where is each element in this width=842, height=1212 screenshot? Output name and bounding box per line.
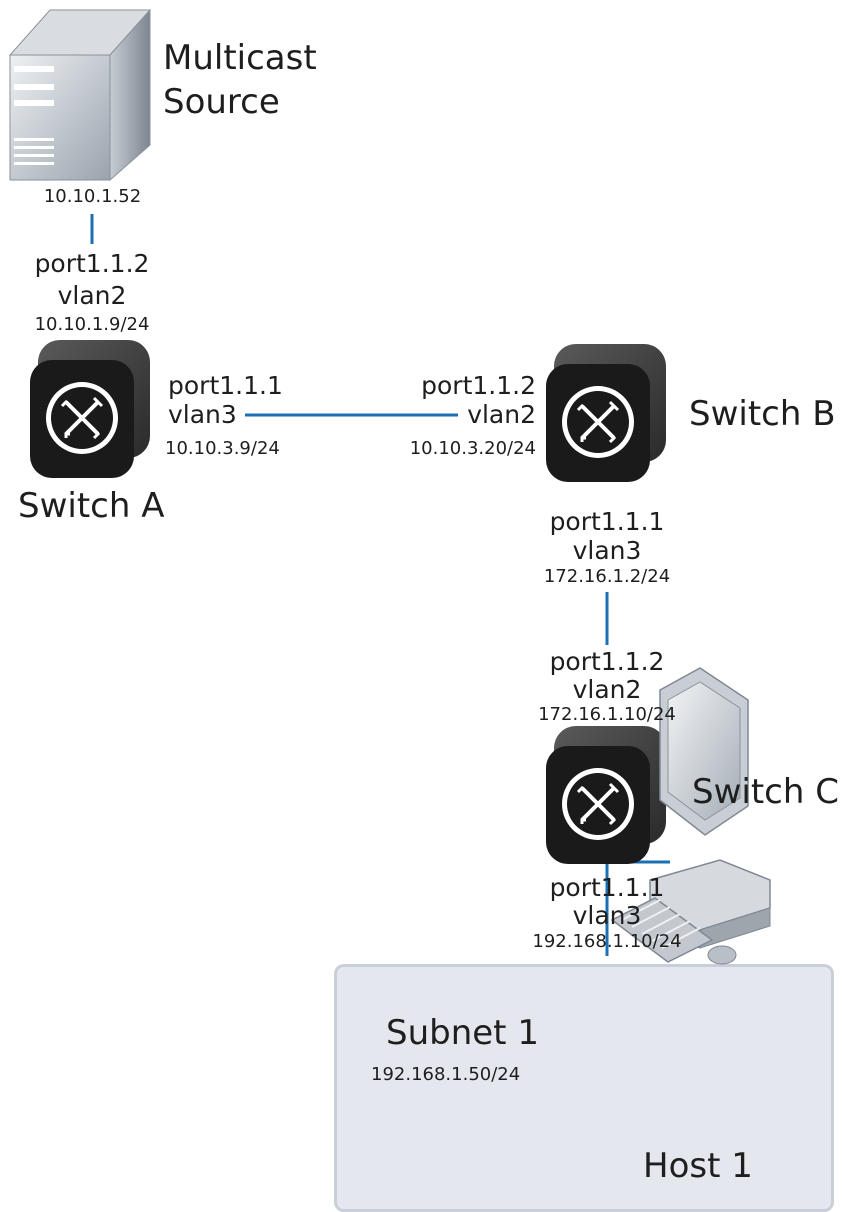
switch-c-down-vlan: vlan3 (572, 901, 642, 930)
source-name-line2: Source (163, 82, 280, 122)
switch-c-up-port: port1.1.2 (549, 647, 665, 676)
subnet-name: Subnet 1 (386, 1013, 539, 1053)
subnet-1-area (334, 964, 834, 1212)
server-icon (8, 8, 152, 182)
switch-b-name: Switch B (689, 394, 836, 434)
switch-a-up-port: port1.1.2 (34, 249, 150, 278)
switch-a-icon (30, 340, 150, 478)
subnet-ip: 192.168.1.50/24 (371, 1064, 521, 1085)
switch-c-up-vlan: vlan2 (572, 675, 642, 704)
switch-a-up-ip: 10.10.1.9/24 (34, 314, 150, 335)
switch-b-left-port: port1.1.2 (421, 371, 536, 400)
switch-b-left-vlan: vlan2 (467, 400, 536, 429)
switch-b-icon (546, 344, 666, 482)
switch-b-down-ip: 172.16.1.2/24 (543, 566, 671, 587)
switch-a-name: Switch A (18, 486, 165, 526)
switch-b-down-port: port1.1.1 (549, 507, 665, 536)
switch-c-up-ip: 172.16.1.10/24 (538, 704, 676, 725)
switch-b-left-ip: 10.10.3.20/24 (409, 438, 536, 459)
host-name: Host 1 (643, 1146, 753, 1186)
switch-c-icon (546, 726, 666, 864)
switch-b-down-vlan: vlan3 (572, 536, 642, 565)
switch-a-right-vlan: vlan3 (168, 400, 237, 429)
source-ip: 10.10.1.52 (43, 186, 142, 207)
source-name-line1: Multicast (163, 38, 317, 78)
switch-c-down-port: port1.1.1 (549, 873, 665, 902)
switch-c-name: Switch C (692, 772, 839, 812)
switch-c-down-ip: 192.168.1.10/24 (532, 931, 682, 952)
switch-a-right-port: port1.1.1 (168, 371, 283, 400)
switch-a-right-ip: 10.10.3.9/24 (165, 438, 280, 459)
computer-icon (610, 667, 771, 965)
switch-a-up-vlan: vlan2 (57, 281, 127, 310)
